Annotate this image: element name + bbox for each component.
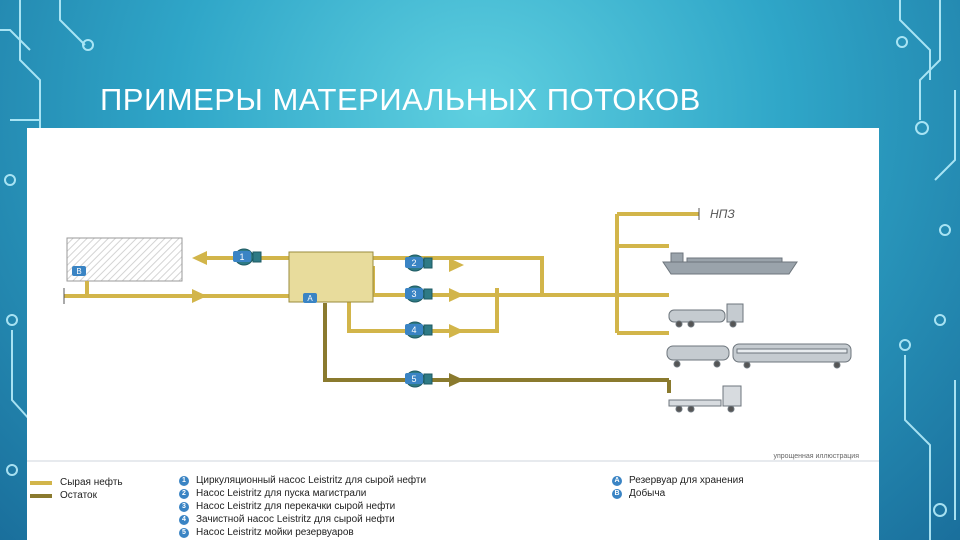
slide-title: ПРИМЕРЫ МАТЕРИАЛЬНЫХ ПОТОКОВ xyxy=(100,82,701,117)
pump-badge-1: 1 xyxy=(239,252,244,262)
flow-arrows xyxy=(192,251,464,387)
arrow-right-icon xyxy=(449,373,464,387)
arrow-left-icon xyxy=(192,251,207,265)
residue-swatch xyxy=(30,493,52,498)
legend-bullet: 2 xyxy=(179,488,189,499)
legend-pump-1: 1 Циркуляционный насос Leistritz для сыро… xyxy=(179,474,426,487)
legend-pump-3: 3 Насос Leistritz для перекачки сырой неф… xyxy=(179,500,426,513)
legend-pump-2: 2 Насос Leistritz для пуска магистрали xyxy=(179,487,426,500)
tanker-ship-icon xyxy=(662,252,798,275)
legend-label: Сырая нефть xyxy=(60,477,123,488)
storage-tank xyxy=(66,237,183,282)
pump-badge-5: 5 xyxy=(411,374,416,384)
legend-bullet: B xyxy=(612,488,622,499)
legend-sites: A Резервуар для хранения B Добыча xyxy=(612,474,744,500)
tank-badge: A xyxy=(307,294,313,303)
legend-bullet: 5 xyxy=(179,527,189,538)
legend-label: Циркуляционный насос Leistritz для сырой… xyxy=(196,475,427,486)
legend-label: Остаток xyxy=(60,490,97,501)
legend-label: Насос Leistritz для пуска магистрали xyxy=(196,488,367,499)
legend-site-b: B Добыча xyxy=(612,487,744,500)
pump-badge-4: 4 xyxy=(411,325,416,335)
flow-diagram: 1 2 3 4 5 B A НПЗ xyxy=(27,207,879,462)
rail-train-icon xyxy=(666,343,852,369)
legend-line-crude: Сырая нефть xyxy=(30,476,123,489)
crude-swatch xyxy=(30,480,52,485)
illustration-note: упрощенная иллюстрация xyxy=(773,453,859,460)
legend-bullet: 1 xyxy=(179,475,189,486)
legend-pump-5: 5 Насос Leistritz мойки резервуаров xyxy=(179,526,426,539)
legend-line-residue: Остаток xyxy=(30,489,123,502)
process-vessel xyxy=(288,251,374,303)
pump-badges: 1 2 3 4 5 B A xyxy=(72,251,423,384)
legend-pumps: 1 Циркуляционный насос Leistritz для сыро… xyxy=(179,474,426,539)
legend-bullet: 3 xyxy=(179,501,189,512)
legend-lines: Сырая нефть Остаток xyxy=(30,476,123,502)
legend-label: Насос Leistritz мойки резервуаров xyxy=(196,527,354,538)
pump-badge-3: 3 xyxy=(411,289,416,299)
legend-label: Добыча xyxy=(629,488,666,499)
legend-bullet: A xyxy=(612,475,622,486)
production-badge: B xyxy=(76,267,81,276)
legend-bullet: 4 xyxy=(179,514,189,525)
legend-pump-4: 4 Зачистной насос Leistritz для сырой неф… xyxy=(179,513,426,526)
arrow-right-icon xyxy=(449,288,464,302)
legend-site-a: A Резервуар для хранения xyxy=(612,474,744,487)
refinery-label: НПЗ xyxy=(710,207,735,221)
arrow-right-icon xyxy=(192,289,207,303)
arrow-right-icon xyxy=(449,258,464,272)
legend-label: Насос Leistritz для перекачки сырой нефт… xyxy=(196,501,396,512)
legend-label: Резервуар для хранения xyxy=(629,475,744,486)
arrow-right-icon xyxy=(449,324,464,338)
diagram-panel: 1 2 3 4 5 B A НПЗ xyxy=(27,128,879,540)
truck-icon xyxy=(668,385,742,413)
pump-badge-2: 2 xyxy=(411,258,416,268)
legend-label: Зачистной насос Leistritz для сырой нефт… xyxy=(196,514,395,525)
tanker-truck-icon xyxy=(668,303,744,328)
residue-line xyxy=(323,303,671,393)
